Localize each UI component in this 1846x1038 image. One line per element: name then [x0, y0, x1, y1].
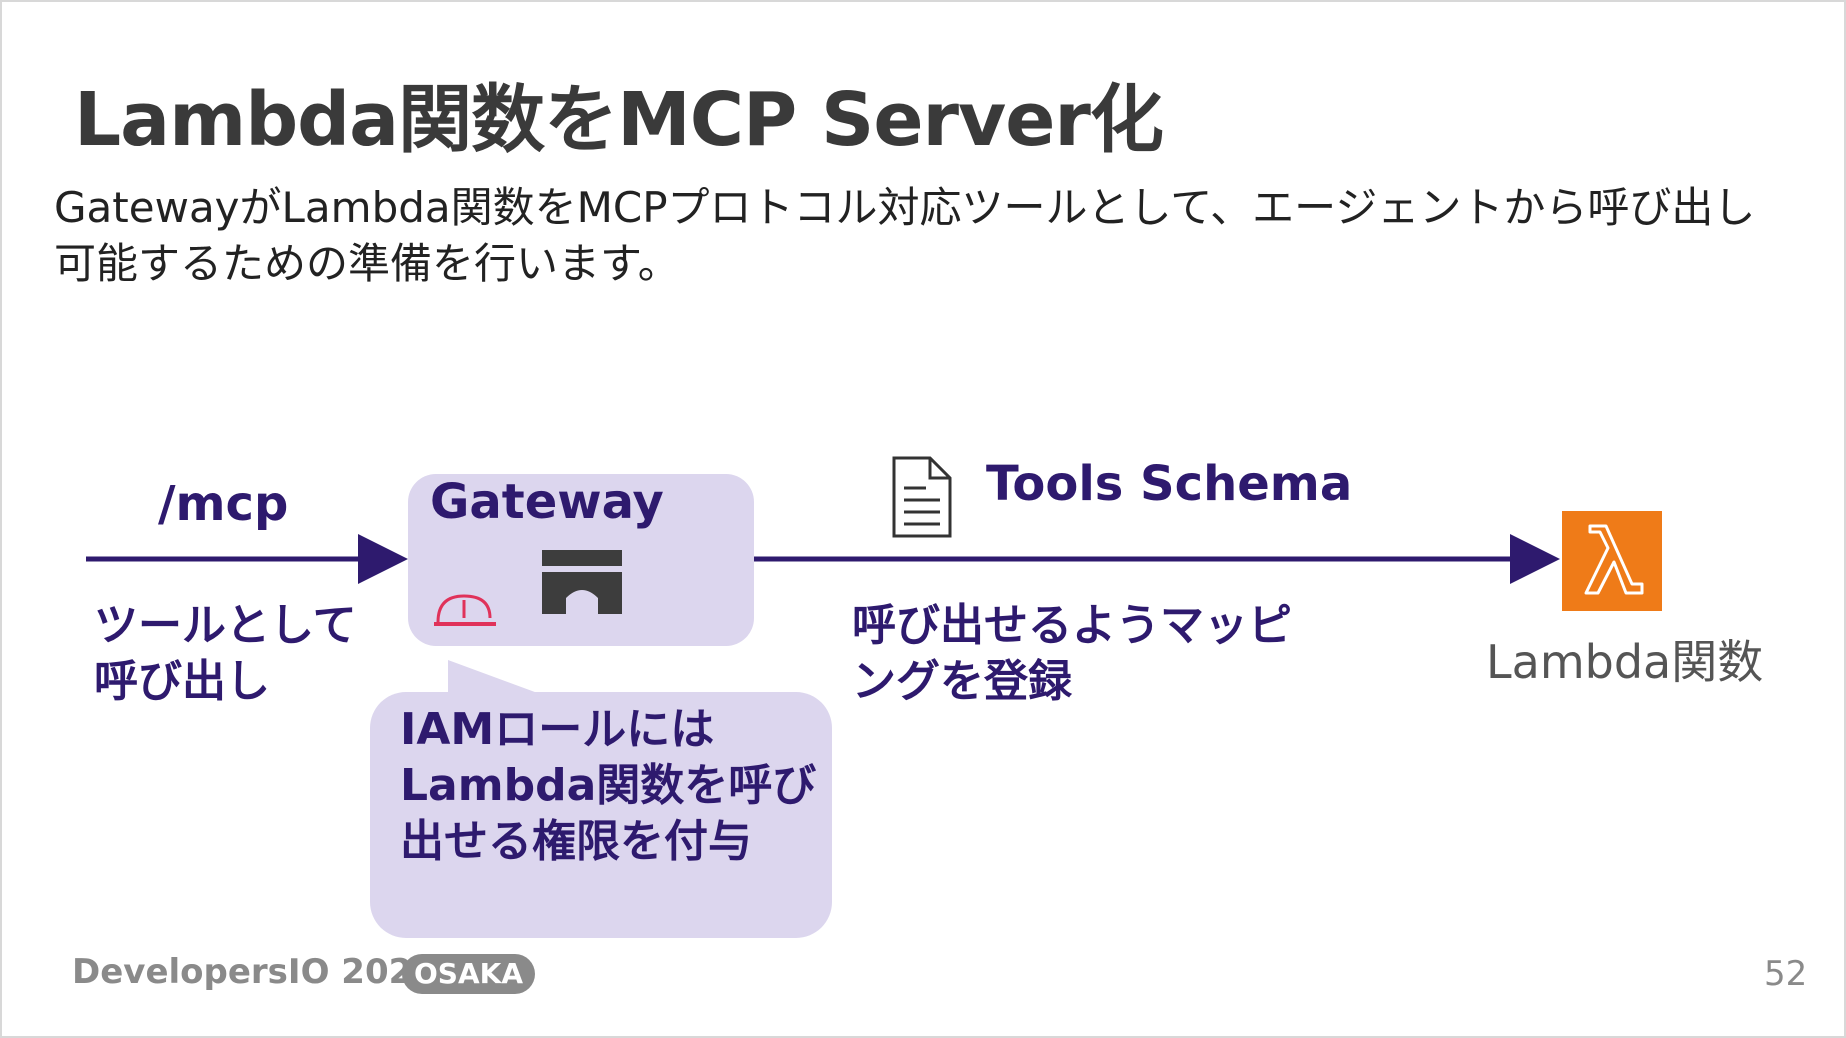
- lambda-label: Lambda関数: [1486, 635, 1764, 689]
- lambda-icon: [1562, 511, 1662, 611]
- slide-description: GatewayがLambda関数をMCPプロトコル対応ツールとして、エージェント…: [54, 183, 1756, 288]
- bubble-tail: [448, 660, 562, 702]
- gateway-label: Gateway: [430, 474, 664, 530]
- document-icon: [892, 456, 952, 538]
- page-number: 52: [1764, 954, 1808, 994]
- footer-badge: OSAKA: [402, 954, 536, 994]
- iam-note-bubble: [370, 692, 832, 938]
- slide-title: Lambda関数をMCP Server化: [74, 77, 1164, 163]
- footer-brand: DevelopersIO 2025: [72, 952, 436, 992]
- tools-schema-label: Tools Schema: [986, 456, 1353, 512]
- entry-path-label: /mcp: [158, 476, 289, 532]
- helmet-icon: [434, 594, 496, 626]
- iam-note-text: IAMロールにはLambda関数を呼び出せる権限を付与: [400, 704, 817, 867]
- mapping-caption: 呼び出せるようマッピングを登録: [852, 600, 1292, 707]
- gateway-icon: [542, 550, 622, 614]
- entry-caption: ツールとして呼び出し: [94, 600, 357, 707]
